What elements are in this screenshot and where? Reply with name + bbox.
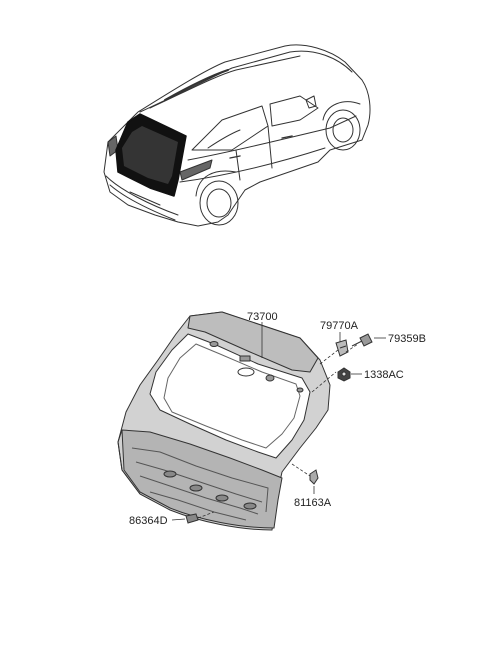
part-label-73700: 73700	[247, 311, 278, 323]
rear-glass-inner	[122, 126, 178, 184]
part-label-81163A: 81163A	[294, 497, 332, 509]
bolt-part	[351, 333, 373, 347]
part-label-79770A: 79770A	[320, 320, 359, 332]
part-label-79359B: 79359B	[388, 333, 426, 345]
clip-part	[309, 469, 319, 485]
leader-lines	[171, 322, 386, 521]
nut-part	[337, 367, 351, 382]
part-label-1338AC: 1338AC	[364, 369, 404, 381]
part-label-86364D: 86364D	[129, 515, 168, 527]
tailgate-assembly	[117, 311, 331, 531]
rear-glass-highlight	[115, 113, 187, 197]
bracket-part	[335, 339, 349, 357]
tailgate-window-opening	[149, 333, 311, 459]
grommet-part	[185, 513, 199, 524]
